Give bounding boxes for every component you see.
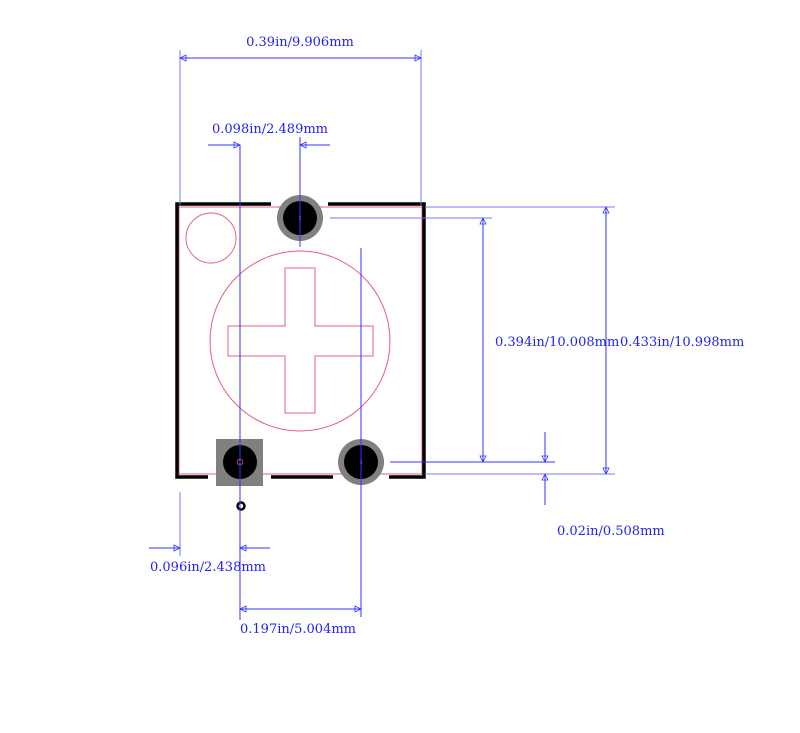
- svg-text:0.197in/5.004mm: 0.197in/5.004mm: [240, 622, 356, 637]
- adjuster-cross: [227, 267, 374, 414]
- svg-text:0.02in/0.508mm: 0.02in/0.508mm: [557, 524, 665, 539]
- dim-pad-offset-x: 0.098in/2.489mm: [208, 122, 330, 620]
- pin1-marker-circle: [185, 212, 237, 264]
- fab-outline: [178, 206, 423, 475]
- dim-overall-height: 0.433in/10.998mm: [425, 206, 744, 475]
- silkscreen-outline: [175, 202, 426, 479]
- svg-text:0.39in/9.906mm: 0.39in/9.906mm: [246, 35, 354, 50]
- svg-text:0.098in/2.489mm: 0.098in/2.489mm: [212, 122, 328, 137]
- dim-pad-pitch-y: 0.394in/10.008mm: [330, 217, 619, 463]
- dim-overall-width: 0.39in/9.906mm: [179, 35, 422, 205]
- adjuster-circle: [209, 250, 391, 432]
- svg-text:0.433in/10.998mm: 0.433in/10.998mm: [620, 335, 744, 350]
- pin1-dot: [236, 501, 246, 511]
- dim-edge-offset-y: 0.02in/0.508mm: [541, 432, 665, 539]
- dim-pin1-offset-x: 0.096in/2.438mm: [149, 492, 270, 575]
- dim-pad-pitch-x: 0.197in/5.004mm: [239, 248, 362, 637]
- svg-text:0.394in/10.008mm: 0.394in/10.008mm: [495, 335, 619, 350]
- svg-text:0.096in/2.438mm: 0.096in/2.438mm: [150, 560, 266, 575]
